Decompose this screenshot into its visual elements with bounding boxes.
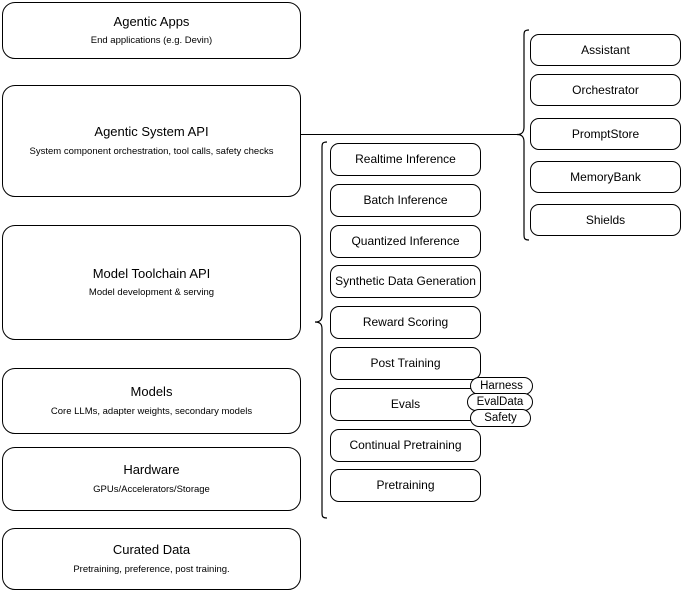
layer-title: Models: [130, 384, 173, 400]
component-label: Assistant: [581, 42, 630, 57]
layer-title: Agentic Apps: [113, 13, 190, 29]
component-shields[interactable]: Shields: [530, 204, 681, 236]
badge-safety[interactable]: Safety: [470, 409, 531, 427]
layer-subtitle: End applications (e.g. Devin): [90, 35, 213, 47]
badge-label: EvalData: [476, 396, 524, 408]
chip-continual-pretraining[interactable]: Continual Pretraining: [330, 429, 481, 462]
layer-title: Curated Data: [112, 542, 191, 558]
chip-synthetic-data-generation[interactable]: Synthetic Data Generation: [330, 265, 481, 298]
layer-subtitle: Core LLMs, adapter weights, secondary mo…: [50, 405, 253, 417]
badge-label: Harness: [480, 380, 523, 392]
chip-label: Synthetic Data Generation: [335, 274, 476, 288]
badge-evaldata[interactable]: EvalData: [467, 393, 533, 411]
chip-label: Pretraining: [376, 478, 435, 492]
layer-subtitle: Pretraining, preference, post training.: [73, 563, 230, 575]
chip-realtime-inference[interactable]: Realtime Inference: [330, 143, 481, 176]
chip-reward-scoring[interactable]: Reward Scoring: [330, 306, 481, 339]
layer-title: Model Toolchain API: [92, 265, 211, 281]
chip-label: Batch Inference: [363, 193, 448, 207]
connector-agentic-system-to-components: [301, 128, 521, 142]
component-assistant[interactable]: Assistant: [530, 34, 681, 66]
component-orchestrator[interactable]: Orchestrator: [530, 74, 681, 106]
component-label: Orchestrator: [572, 82, 639, 97]
badge-label: Safety: [484, 412, 517, 424]
layer-agentic-system-api[interactable]: Agentic System API System component orch…: [2, 85, 301, 197]
component-label: PromptStore: [571, 126, 640, 141]
chip-label: Quantized Inference: [351, 234, 460, 248]
layer-curated-data[interactable]: Curated Data Pretraining, preference, po…: [2, 528, 301, 590]
toolchain-brace: [313, 140, 329, 522]
chip-post-training[interactable]: Post Training: [330, 347, 481, 380]
component-label: Shields: [585, 212, 626, 227]
layer-model-toolchain-api[interactable]: Model Toolchain API Model development & …: [2, 225, 301, 340]
component-promptstore[interactable]: PromptStore: [530, 118, 681, 150]
chip-evals[interactable]: Evals: [330, 388, 481, 421]
chip-quantized-inference[interactable]: Quantized Inference: [330, 225, 481, 258]
layer-subtitle: Model development & serving: [88, 287, 215, 299]
chip-label: Evals: [390, 397, 421, 411]
component-memorybank[interactable]: MemoryBank: [530, 161, 681, 193]
component-label: MemoryBank: [570, 169, 641, 184]
chip-label: Realtime Inference: [355, 152, 456, 166]
chip-batch-inference[interactable]: Batch Inference: [330, 184, 481, 217]
layer-title: Agentic System API: [94, 124, 209, 140]
layer-models[interactable]: Models Core LLMs, adapter weights, secon…: [2, 368, 301, 434]
layer-agentic-apps[interactable]: Agentic Apps End applications (e.g. Devi…: [2, 2, 301, 59]
layer-hardware[interactable]: Hardware GPUs/Accelerators/Storage: [2, 447, 301, 511]
layer-subtitle: GPUs/Accelerators/Storage: [93, 483, 210, 495]
layer-title: Hardware: [123, 462, 180, 478]
chip-label: Post Training: [370, 356, 441, 370]
layer-subtitle: System component orchestration, tool cal…: [29, 145, 274, 157]
agentic-components-brace: [515, 28, 531, 244]
chip-pretraining[interactable]: Pretraining: [330, 469, 481, 502]
chip-label: Reward Scoring: [362, 315, 449, 329]
chip-label: Continual Pretraining: [349, 438, 462, 452]
